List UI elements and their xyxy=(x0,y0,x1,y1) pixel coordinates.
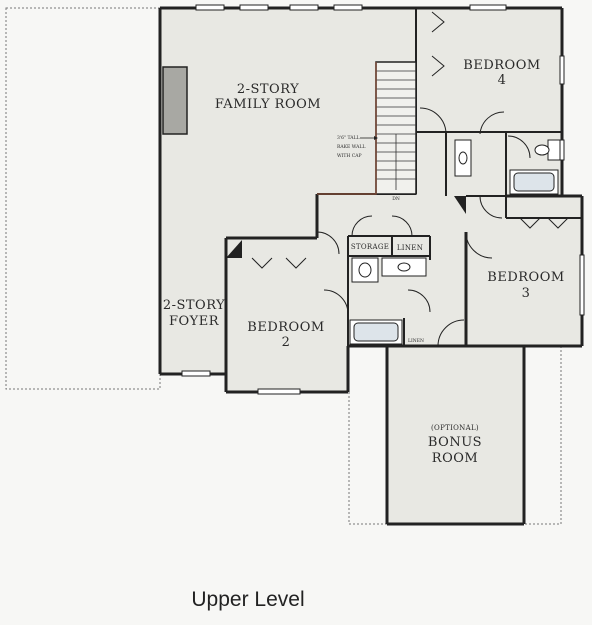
family-room-floor xyxy=(160,8,416,374)
bedroom2-label-2: 2 xyxy=(282,335,291,350)
wall-note-line-1: 3'6" TALL xyxy=(337,135,359,141)
foyer-label-1: 2-STORY xyxy=(163,298,225,313)
door-swings xyxy=(316,107,531,347)
bonus-room-floor xyxy=(387,346,524,524)
bedroom2-floor xyxy=(226,238,348,392)
bonus-room-label-2: BONUS xyxy=(428,435,482,450)
bedroom2-label-1: BEDROOM xyxy=(247,320,324,335)
linen-lower-label: LINEN xyxy=(408,338,424,344)
bonus-room-label-3: ROOM xyxy=(432,451,478,466)
staircase xyxy=(317,61,417,195)
storage-label: STORAGE xyxy=(351,243,389,251)
bath-fixtures xyxy=(349,139,561,345)
windows xyxy=(181,4,585,395)
wall-corner-2 xyxy=(454,196,466,214)
toilet-upper-icon xyxy=(547,139,561,161)
linen-upper-label: LINEN xyxy=(397,244,423,252)
sink-upper-icon xyxy=(458,151,468,165)
foyer-label-2: FOYER xyxy=(169,314,220,329)
closet-doors xyxy=(251,11,569,269)
sink-middle-icon xyxy=(397,262,411,272)
bedroom3-floor xyxy=(466,196,582,346)
wall-note-line-3: WITH CAP xyxy=(337,153,361,159)
wall-note-line-2: RAKE WALL xyxy=(337,144,365,150)
bedroom4-label-1: BEDROOM xyxy=(463,58,540,73)
interior-walls xyxy=(317,8,582,346)
wall-corner xyxy=(226,240,242,258)
fireplace xyxy=(162,66,188,135)
bonus-room-label-1: (OPTIONAL) xyxy=(431,424,479,432)
plan-caption: Upper Level xyxy=(191,588,305,611)
stair-down-label: DN xyxy=(392,196,400,202)
bedroom4-label-2: 4 xyxy=(498,73,507,88)
family-room-label-2: FAMILY ROOM xyxy=(215,97,321,112)
bedroom3-label-1: BEDROOM xyxy=(487,270,564,285)
family-room-label-1: 2-STORY xyxy=(237,82,299,97)
hall-floor xyxy=(416,100,466,346)
note-arrowhead xyxy=(374,136,378,140)
bedroom3-label-2: 3 xyxy=(522,286,531,301)
open-to-below-outline xyxy=(5,7,161,390)
